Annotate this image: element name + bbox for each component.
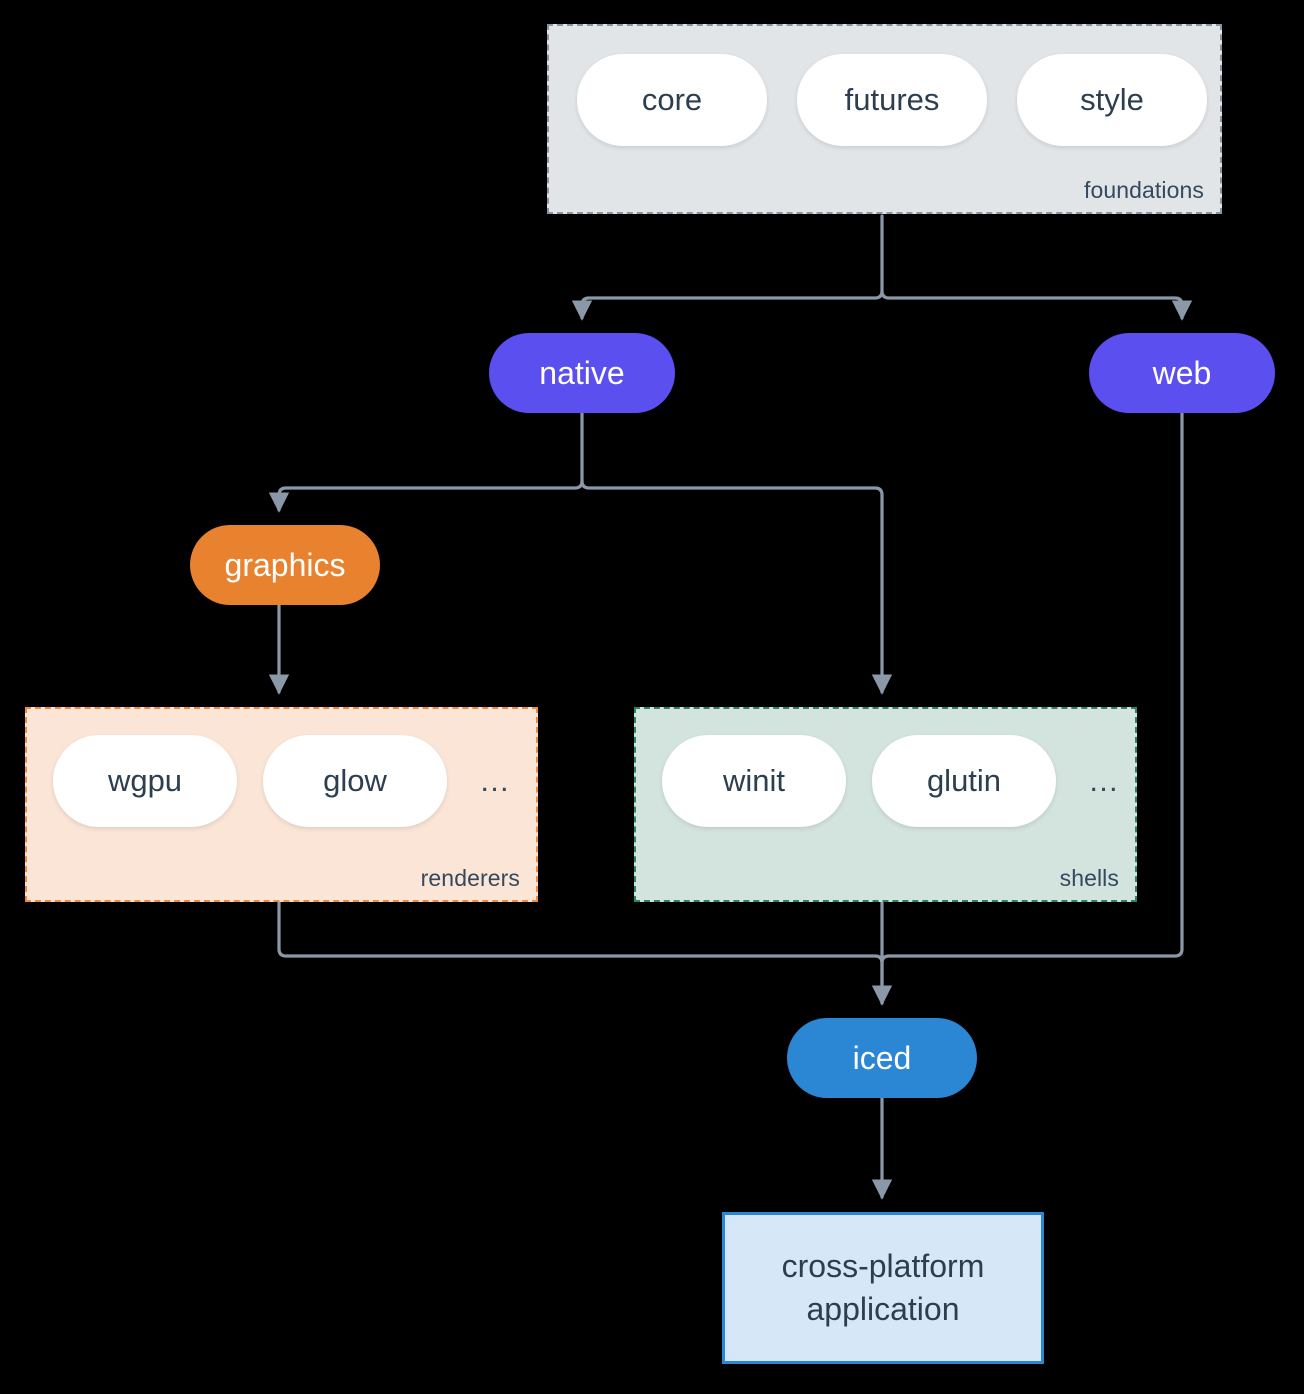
- node-native[interactable]: native: [489, 333, 675, 413]
- group-label-shells: shells: [1059, 865, 1119, 891]
- renderers-items: wgpu glow …: [53, 735, 511, 827]
- shells-ellipsis: …: [1088, 762, 1120, 798]
- group-foundations: core futures style foundations: [547, 24, 1222, 214]
- chip-futures[interactable]: futures: [797, 54, 987, 146]
- shells-items: winit glutin …: [662, 735, 1120, 827]
- chip-style[interactable]: style: [1017, 54, 1207, 146]
- group-label-foundations: foundations: [1083, 177, 1204, 203]
- edge-native-to-graphics: [268, 411, 584, 513]
- edge-native-to-shells: [580, 479, 893, 695]
- chip-wgpu[interactable]: wgpu: [53, 735, 237, 827]
- edge-foundations-to-native: [571, 214, 884, 321]
- chip-core[interactable]: core: [577, 54, 767, 146]
- application-line-1: cross-platform: [781, 1247, 985, 1284]
- node-cross-platform-application[interactable]: cross-platform application: [722, 1212, 1044, 1364]
- group-shells: winit glutin … shells: [634, 707, 1137, 902]
- chip-winit[interactable]: winit: [662, 735, 846, 827]
- chip-glutin[interactable]: glutin: [872, 735, 1056, 827]
- edge-renderers-to-iced: [277, 900, 893, 1006]
- node-graphics[interactable]: graphics: [190, 525, 380, 605]
- foundations-items: core futures style: [577, 54, 1207, 146]
- chip-glow[interactable]: glow: [263, 735, 447, 827]
- group-renderers: wgpu glow … renderers: [25, 707, 538, 902]
- node-web[interactable]: web: [1089, 333, 1275, 413]
- renderers-ellipsis: …: [479, 762, 511, 798]
- group-label-renderers: renderers: [420, 865, 520, 891]
- node-iced[interactable]: iced: [787, 1018, 977, 1098]
- application-line-2: application: [806, 1291, 960, 1327]
- edge-foundations-to-web: [880, 289, 1193, 321]
